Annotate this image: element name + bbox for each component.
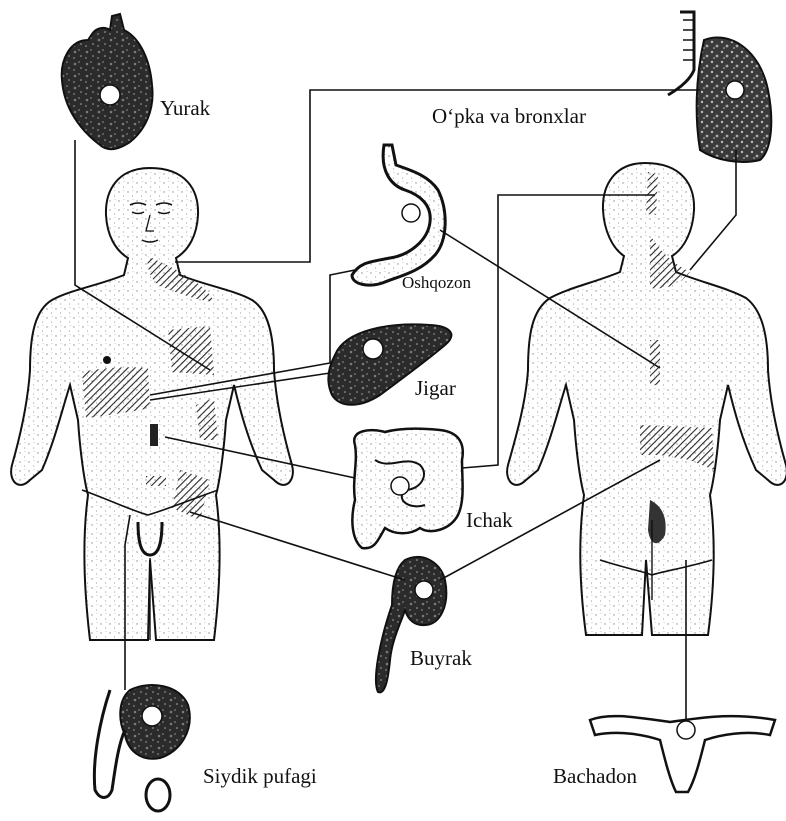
label-liver: Jigar xyxy=(415,378,456,399)
back-body-figure xyxy=(507,163,786,635)
label-heart: Yurak xyxy=(160,98,210,119)
label-stomach: Oshqozon xyxy=(402,274,471,291)
label-uterus: Bachadon xyxy=(553,766,637,787)
label-lungs: O‘pka va bronxlar xyxy=(432,106,586,127)
bladder-organ xyxy=(94,685,189,811)
stomach-organ xyxy=(352,145,445,285)
lungs-organ xyxy=(668,12,771,162)
back-body-outline xyxy=(507,163,786,635)
heart-organ xyxy=(62,14,153,149)
label-intestine: Ichak xyxy=(466,510,513,531)
kidney-organ xyxy=(376,557,446,692)
label-kidney: Buyrak xyxy=(410,648,472,669)
front-body-outline xyxy=(11,168,293,640)
intestine-organ xyxy=(352,429,462,549)
front-body-figure xyxy=(11,168,293,640)
label-bladder: Siydik pufagi xyxy=(203,766,317,787)
